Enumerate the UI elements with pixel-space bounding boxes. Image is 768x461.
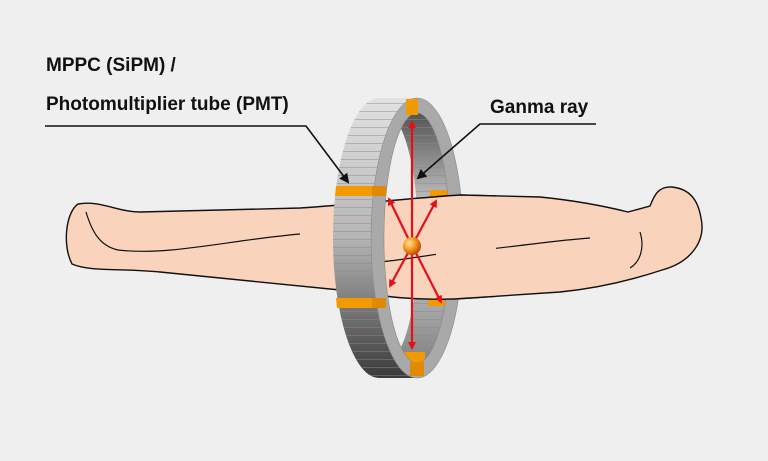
detector-segment [372, 186, 386, 196]
detector-segment [410, 362, 424, 376]
gamma-rays [388, 120, 442, 350]
ray-arrow [414, 250, 442, 304]
detector-segment [335, 186, 372, 196]
ray-arrow [388, 197, 411, 243]
detector-ring [333, 97, 464, 379]
detector-segment [406, 99, 418, 115]
gamma-leader-line [416, 123, 596, 180]
ray-arrow [389, 250, 410, 288]
detector-label-line2: Photomultiplier tube (PMT) [46, 94, 289, 115]
detector-segment [372, 298, 386, 308]
ray-arrow [413, 199, 437, 243]
radiation-source [403, 237, 421, 255]
detector-segment [336, 298, 372, 308]
detector-leader-line [45, 125, 350, 184]
detector-label-line1: MPPC (SiPM) / [46, 55, 176, 76]
gamma-ray-label: Ganma ray [490, 97, 589, 118]
